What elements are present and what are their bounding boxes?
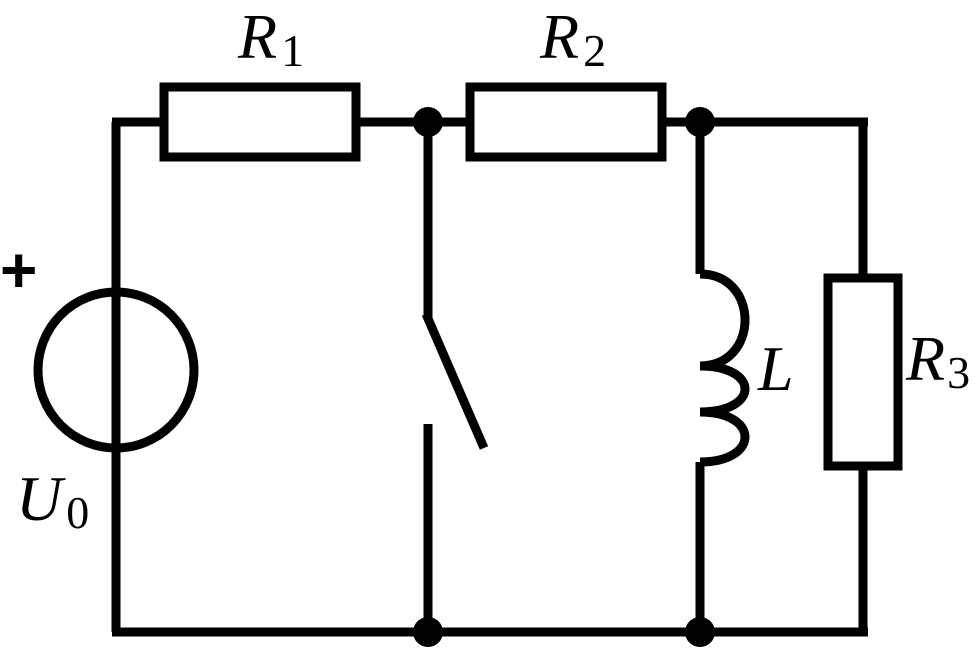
label-r3: R3: [905, 323, 970, 398]
label-r1: R1: [237, 1, 304, 76]
resistor-r2: [465, 82, 667, 162]
label-polarity-plus: +: [0, 234, 37, 306]
resistor-r1: [159, 82, 361, 162]
switch-blade: [421, 312, 489, 450]
resistor-r3: [823, 273, 903, 471]
node-top-inductor: [685, 107, 715, 137]
label-r2: R2: [539, 1, 606, 76]
node-top-switch: [413, 107, 443, 137]
node-bottom-inductor: [685, 617, 715, 647]
junction-nodes: [413, 107, 715, 647]
node-bottom-switch: [413, 617, 443, 647]
inductor-l: [699, 269, 750, 467]
label-inductor: L: [757, 333, 794, 404]
wires: [111, 117, 868, 637]
label-u0: U0: [16, 463, 89, 538]
